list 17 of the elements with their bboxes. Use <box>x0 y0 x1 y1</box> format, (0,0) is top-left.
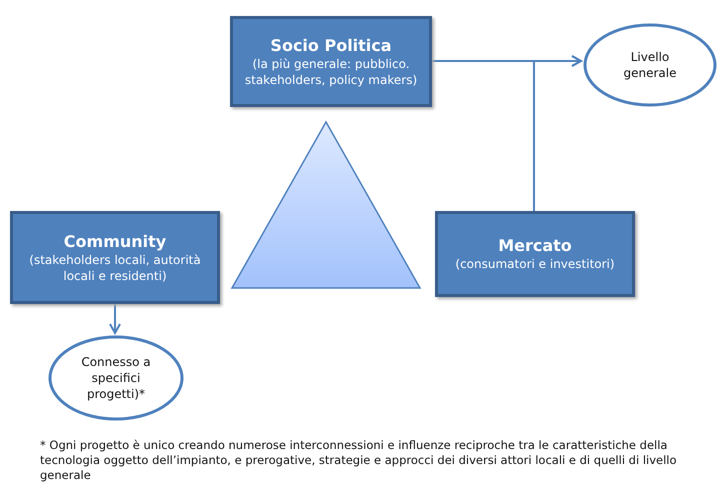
pyramid-triangle <box>230 120 422 289</box>
arrow <box>109 304 121 334</box>
stakeholder-box <box>435 211 635 297</box>
level-ellipse <box>48 335 184 421</box>
stakeholder-box <box>10 211 220 304</box>
box-text: Livello generale <box>622 49 678 81</box>
box-title: Mercato <box>498 236 572 256</box>
box-text: (la più generale: pubblico. stakeholders, policy makers) <box>244 56 418 88</box>
arrow <box>533 55 582 211</box>
level-ellipse <box>583 23 717 107</box>
box-title: Community <box>64 232 166 252</box>
box-text: Connesso a specifici progetti)* <box>80 354 152 402</box>
box-title: Socio Politica <box>270 36 392 56</box>
stakeholder-box <box>230 16 432 107</box>
footnote: * Ogni progetto è unico creando numerose interconnessioni e influenze reciproche tra le caratteristiche della tecnologia oggetto dell’impianto, e prerogative, strategie e approcci dei diversi attori locali e di quelli di livello generale <box>40 438 678 483</box>
box-text: (stakeholders locali, autorità locali e residenti) <box>28 252 202 284</box>
box-text: (consumatori e investitori) <box>454 256 616 272</box>
